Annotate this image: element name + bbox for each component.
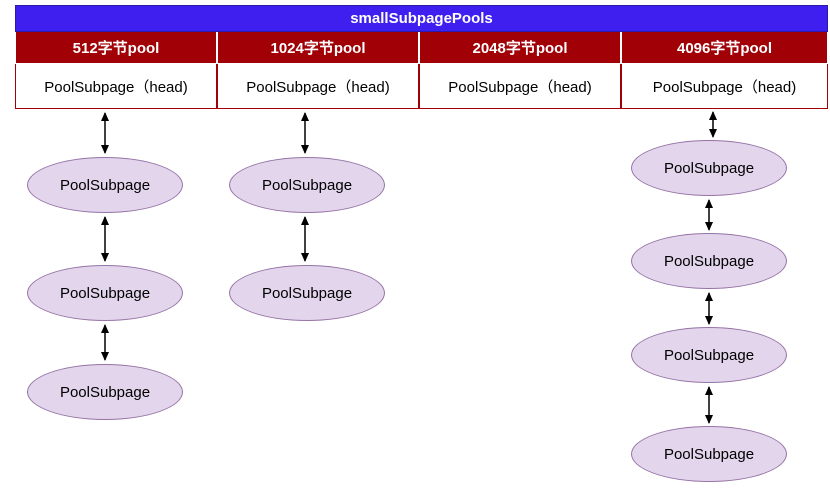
pool-header-512: 512字节pool [15, 32, 217, 64]
small-subpage-pools-title: smallSubpagePools [15, 5, 828, 32]
subpage-node-512-2: PoolSubpage [27, 265, 183, 321]
subpage-node-4096-1: PoolSubpage [631, 140, 787, 196]
subpage-node-4096-3: PoolSubpage [631, 327, 787, 383]
subpage-node-1024-2: PoolSubpage [229, 265, 385, 321]
subpage-node-512-1: PoolSubpage [27, 157, 183, 213]
head-cell-2048: PoolSubpage（head) [419, 64, 621, 109]
pool-header-2048: 2048字节pool [419, 32, 621, 64]
subpage-node-1024-1: PoolSubpage [229, 157, 385, 213]
pool-header-1024: 1024字节pool [217, 32, 419, 64]
subpage-node-4096-4: PoolSubpage [631, 426, 787, 482]
pool-header-4096: 4096字节pool [621, 32, 828, 64]
head-cell-4096: PoolSubpage（head) [621, 64, 828, 109]
head-cell-512: PoolSubpage（head) [15, 64, 217, 109]
subpage-node-512-3: PoolSubpage [27, 364, 183, 420]
subpage-node-4096-2: PoolSubpage [631, 233, 787, 289]
head-cell-1024: PoolSubpage（head) [217, 64, 419, 109]
